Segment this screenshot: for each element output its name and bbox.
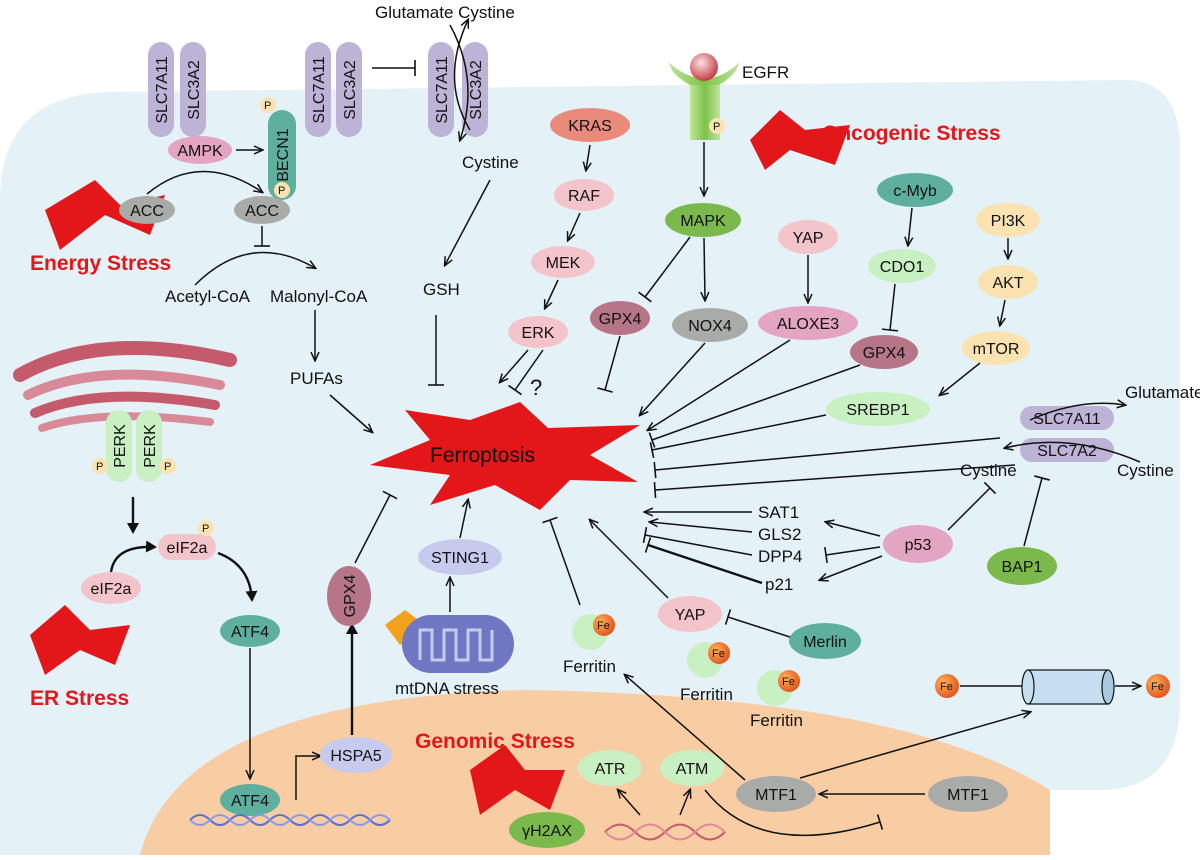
kras-label: KRAS (568, 118, 612, 135)
mapk-label: MAPK (680, 213, 726, 230)
slc7a11-a-label: SLC7A11 (154, 56, 171, 123)
oncogenic-stress-label: Oncogenic Stress (822, 122, 1001, 145)
dna-helix-nucleus-icon (604, 823, 726, 841)
dna-helix-icon (189, 814, 391, 826)
oncogenic-bolt-icon (750, 110, 850, 170)
p-mark: P (96, 461, 103, 473)
cdo1-label: CDO1 (880, 259, 925, 276)
slc7a11-c-label: SLC7A11 (434, 56, 451, 123)
eif2a-p-label: eIF2a (167, 540, 208, 557)
akt-label: AKT (992, 275, 1023, 292)
perk-2-label: PERK (142, 424, 159, 468)
energy-bolt-icon (45, 180, 165, 250)
erk-label: ERK (522, 325, 555, 342)
acetyl-coa-label: Acetyl-CoA (165, 287, 251, 306)
mtf1-out-label: MTF1 (947, 787, 989, 804)
ferritin-1-label: Ferritin (563, 657, 616, 676)
glutamate-right-label: Glutamate (1125, 383, 1200, 402)
atm-label: ATM (676, 761, 709, 778)
p-mark: P (202, 523, 209, 535)
iron-channel-icon (1021, 669, 1115, 705)
sat1-label: SAT1 (758, 503, 799, 522)
slc7a11-r-label: SLC7A11 (1033, 411, 1100, 428)
mtor-label: mTOR (973, 341, 1020, 358)
slc-pair-3: SLC7A11 SLC3A2 (428, 42, 488, 137)
raf-label: RAF (568, 188, 600, 205)
sting1-label: STING1 (431, 550, 489, 567)
hspa5-label: HSPA5 (330, 748, 381, 765)
aloxe3-label: ALOXE3 (777, 316, 839, 333)
energy-stress-label: Energy Stress (30, 252, 171, 275)
fe-label: Fe (712, 648, 725, 660)
er-bolt-icon (30, 605, 130, 675)
ferritin-1-icon: Fe (572, 614, 615, 650)
ferroptosis-burst (370, 402, 640, 510)
p-mark: P (713, 121, 720, 133)
p-mark: P (164, 461, 171, 473)
atf4-1-label: ATF4 (231, 624, 269, 641)
slc-pair-2: SLC7A11 SLC3A2 (305, 42, 362, 137)
fe-label: Fe (940, 681, 953, 693)
perk-1-label: PERK (112, 424, 129, 468)
ampk-label: AMPK (177, 143, 223, 160)
mitochondrion-icon (402, 615, 514, 673)
ferritin-3-label: Ferritin (750, 711, 803, 730)
cmyb-label: c-Myb (893, 183, 937, 200)
cystine-right-label: Cystine (1117, 461, 1174, 480)
pi3k-label: PI3K (991, 213, 1026, 230)
eif2a-label: eIF2a (91, 581, 132, 598)
pufas-label: PUFAs (290, 369, 343, 388)
p21-label: p21 (765, 575, 793, 594)
p-mark: P (264, 100, 271, 112)
merlin-label: Merlin (803, 634, 847, 651)
fe-label: Fe (1151, 681, 1164, 693)
atf4-2-label: ATF4 (231, 793, 269, 810)
gsh-label: GSH (423, 280, 460, 299)
gls2-label: GLS2 (758, 525, 801, 544)
egfr-label: EGFR (742, 63, 789, 82)
glutamate-cystine-label: Glutamate Cystine (375, 3, 515, 22)
mek-label: MEK (546, 255, 581, 272)
mtf1-in-label: MTF1 (755, 787, 797, 804)
cystine-p53-label: Cystine (960, 461, 1017, 480)
slc7a2-r-label: SLC7A2 (1037, 443, 1097, 460)
genomic-stress-label: Genomic Stress (415, 730, 575, 753)
mtdna-stress-label: mtDNA stress (395, 679, 499, 698)
yap-1-label: YAP (793, 230, 824, 247)
acc-1-label: ACC (130, 203, 164, 220)
ferritin-2-label: Ferritin (680, 685, 733, 704)
becn1-label: BECN1 (275, 128, 292, 181)
gpx4-er-label: GPX4 (342, 575, 359, 618)
gpx4-cdo1-label: GPX4 (863, 345, 906, 362)
fe-label: Fe (782, 676, 795, 688)
cystine-label: Cystine (462, 153, 519, 172)
er-stress-label: ER Stress (30, 687, 129, 710)
ferritin-2-icon: Fe (687, 642, 730, 678)
ferroptosis-label: Ferroptosis (430, 444, 535, 467)
malonyl-coa-label: Malonyl-CoA (270, 287, 368, 306)
slc3a2-a-label: SLC3A2 (186, 60, 203, 120)
acc-2-label: ACC (245, 203, 279, 220)
nox4-label: NOX4 (688, 318, 732, 335)
srebp1-label: SREBP1 (846, 402, 909, 419)
slc3a2-b-label: SLC3A2 (342, 60, 359, 120)
slc-pair-1: SLC7A11 SLC3A2 (148, 42, 206, 137)
p53-label: p53 (905, 537, 932, 554)
gh2ax-label: γH2AX (522, 823, 572, 840)
ferritin-3-icon: Fe (757, 670, 800, 706)
slc7a11-b-label: SLC7A11 (311, 56, 328, 123)
dpp4-label: DPP4 (758, 547, 802, 566)
fe-label: Fe (597, 620, 610, 632)
atr-label: ATR (595, 761, 626, 778)
gpx4-mapk-label: GPX4 (599, 311, 642, 328)
bap1-label: BAP1 (1002, 559, 1043, 576)
p-mark: P (278, 185, 285, 197)
question-mark: ? (530, 375, 542, 400)
genomic-bolt-icon (470, 745, 565, 815)
er-organelle (13, 341, 237, 432)
slc3a2-c-label: SLC3A2 (468, 60, 485, 120)
yap-2-label: YAP (675, 607, 706, 624)
